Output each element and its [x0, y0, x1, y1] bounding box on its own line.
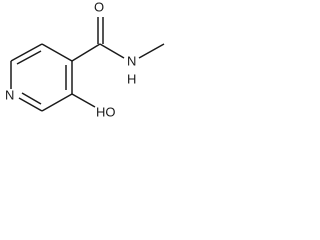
pyridine-ring	[10, 43, 73, 112]
bond-ring-hydroxyl	[71, 93, 96, 108]
bond-c6-n1-inner	[21, 92, 42, 105]
bond-carbonyl-nitrogen	[99, 43, 125, 59]
carboxamide-group	[71, 17, 165, 62]
bond-nitrogen-methyl	[138, 43, 165, 59]
bond-ring-carbonyl	[71, 43, 101, 62]
bond-c3-c4	[41, 43, 73, 62]
amide-nitrogen-label: N	[127, 53, 136, 68]
hydroxyl-label: HO	[96, 104, 116, 119]
amide-hydrogen-label: H	[127, 71, 136, 86]
bond-c2-c3	[10, 43, 43, 62]
bond-c2-c3-inner	[16, 50, 42, 65]
bond-c5-c6	[41, 93, 73, 112]
carbonyl-oxygen-label: O	[94, 0, 104, 14]
chemical-structure: O N H N HO	[5, 0, 165, 119]
bond-c6-n1	[18, 97, 43, 112]
ring-nitrogen-label: N	[5, 87, 14, 102]
